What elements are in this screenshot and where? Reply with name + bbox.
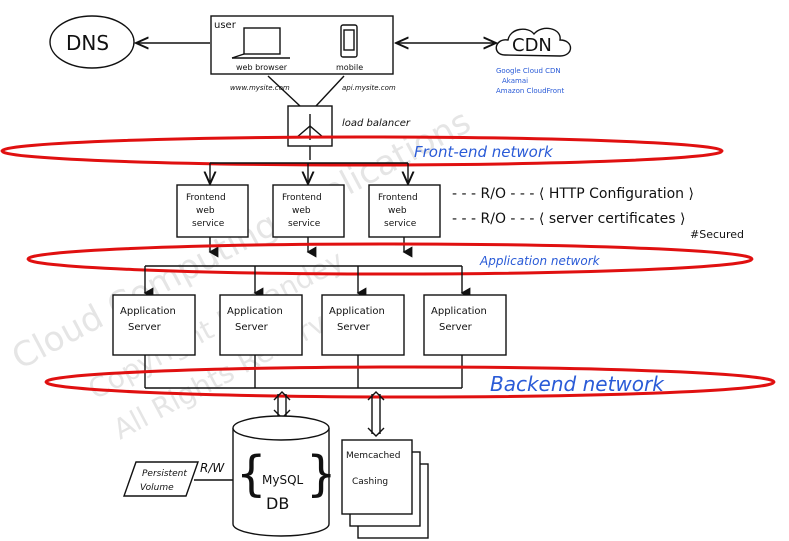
app-server-text: Application xyxy=(120,306,176,317)
db-brace-left: { xyxy=(236,446,267,502)
frontend-network-label: Front-end network xyxy=(414,143,554,161)
cdn-provider-2: Akamai xyxy=(502,77,528,85)
frontend-service-2: Frontend web service xyxy=(272,184,345,238)
web-browser-label: web browser xyxy=(236,63,288,72)
app-server-text: Server xyxy=(337,322,371,333)
app-server-text: Server xyxy=(439,322,473,333)
memcached-label-line1: Memcached xyxy=(346,451,400,461)
backend-network-oval xyxy=(44,365,776,399)
frontend-service-text: web xyxy=(292,206,311,216)
app-server-text: Server xyxy=(235,322,269,333)
frontend-service-text: web xyxy=(388,206,407,216)
user-box: user web browser mobile xyxy=(210,15,394,75)
app-server-text: Server xyxy=(128,322,162,333)
app-server-text: Application xyxy=(431,306,487,317)
frontend-service-1: Frontend web service xyxy=(176,184,249,238)
laptop-icon xyxy=(231,27,290,59)
db-label-line2: DB xyxy=(266,494,289,513)
memcached-cache: Memcached Cashing xyxy=(341,439,429,539)
dns-label: DNS xyxy=(66,31,109,55)
cdn-provider-3: Amazon CloudFront xyxy=(496,87,564,95)
load-balancer-label: load balancer xyxy=(342,118,411,129)
frontend-service-text: Frontend xyxy=(186,193,226,203)
application-network-label: Application network xyxy=(479,254,601,268)
app-server-text: Application xyxy=(329,306,385,317)
application-network-oval xyxy=(26,242,754,276)
dns-node: DNS xyxy=(49,15,135,69)
application-server-4: Application Server xyxy=(423,294,507,356)
cdn-label: CDN xyxy=(512,35,552,56)
frontend-network-oval xyxy=(0,135,724,167)
mobile-icon xyxy=(340,24,358,58)
secured-note: #Secured xyxy=(690,228,744,241)
pv-label-line1: Persistent xyxy=(142,469,187,479)
db-label-line1: MySQL xyxy=(262,473,304,487)
application-server-2: Application Server xyxy=(219,294,303,356)
memcached-label-line2: Cashing xyxy=(352,477,388,487)
frontend-service-text: service xyxy=(192,219,225,229)
user-label: user xyxy=(214,20,237,31)
frontend-service-text: Frontend xyxy=(282,193,322,203)
mobile-label: mobile xyxy=(336,63,363,72)
frontend-service-text: Frontend xyxy=(378,193,418,203)
mobile-to-lb-line xyxy=(315,75,345,107)
frontend-service-3: Frontend web service xyxy=(368,184,441,238)
rw-label: R/W xyxy=(200,461,225,475)
frontend-service-text: service xyxy=(384,219,417,229)
frontend-service-text: web xyxy=(196,206,215,216)
web-to-lb-line xyxy=(267,75,301,107)
api-url: api.mysite.com xyxy=(342,84,396,92)
application-server-1: Application Server xyxy=(112,294,196,356)
pv-label-line2: Volume xyxy=(140,483,174,493)
application-server-3: Application Server xyxy=(321,294,405,356)
persistent-volume: Persistent Volume xyxy=(123,461,199,497)
db-brace-right: } xyxy=(306,446,337,502)
frontend-service-text: service xyxy=(288,219,321,229)
backend-to-cache-connector xyxy=(367,391,385,437)
cdn-provider-1: Google Cloud CDN xyxy=(496,67,561,75)
http-config-note: - - - R/O - - - ⟨ HTTP Configuration ⟩ xyxy=(452,186,694,202)
web-url: www.mysite.com xyxy=(230,84,290,92)
backend-network-label: Backend network xyxy=(490,372,665,396)
app-server-text: Application xyxy=(227,306,283,317)
load-balancer: load balancer xyxy=(287,105,411,147)
server-certs-note: - - - R/O - - - ⟨ server certificates ⟩ xyxy=(452,211,685,227)
mysql-database: { } MySQL DB xyxy=(232,415,337,537)
cdn-cloud-icon: CDN xyxy=(495,27,572,57)
